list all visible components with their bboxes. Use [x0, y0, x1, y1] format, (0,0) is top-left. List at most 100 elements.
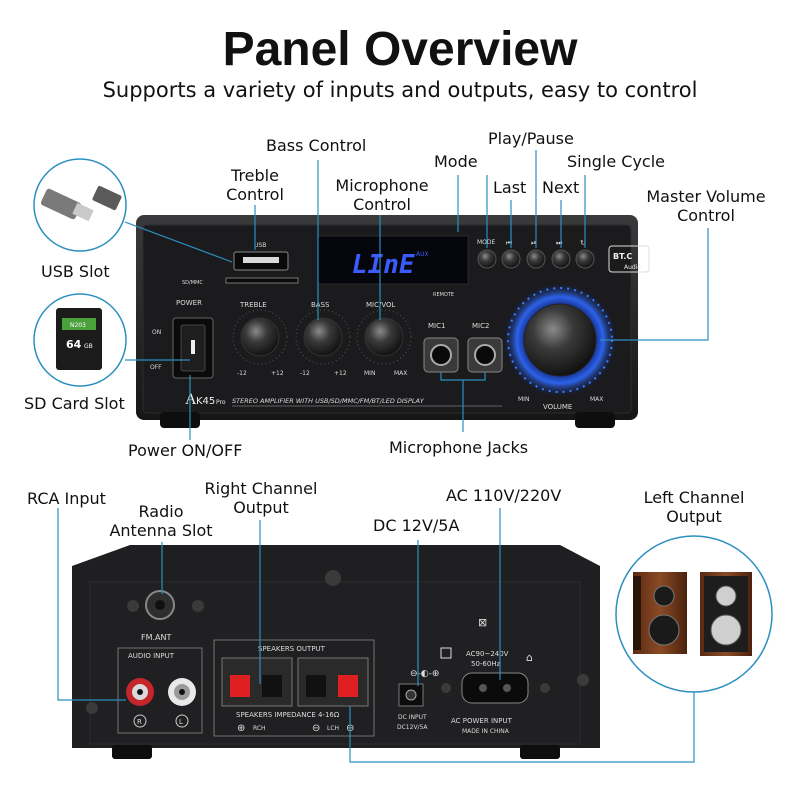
treble-control-label: Treble Control [226, 166, 284, 204]
play-pause-button[interactable] [526, 249, 546, 269]
ac-input-label: AC 110V/220V [446, 486, 562, 505]
volume-printed: VOLUME [543, 403, 572, 411]
off-printed: OFF [150, 364, 162, 371]
home-icon: ⌂ [526, 651, 533, 664]
play-pause-label: Play/Pause [488, 129, 574, 148]
repeat-icon: ↻ [580, 239, 586, 247]
treble-min: -12 [237, 370, 247, 377]
rca-right-jack[interactable] [126, 678, 154, 706]
bass-max: +12 [334, 370, 347, 377]
rear-callout-lines [57, 508, 695, 763]
next-label: Next [542, 178, 580, 197]
model-logo-k: K45 [196, 396, 215, 407]
last-icon: ⏮ [506, 239, 512, 247]
front-callout-lines [124, 150, 709, 440]
power-printed: POWER [176, 299, 202, 307]
sd-card-slot-label: SD Card Slot [24, 394, 125, 413]
remote-label: REMOTE [433, 292, 454, 298]
l-printed: L [179, 718, 183, 726]
volume-min: MIN [518, 396, 529, 403]
model-logo-a: A [185, 391, 197, 408]
mic-max: MAX [394, 370, 407, 377]
bt-audio-text: Audio [624, 264, 641, 271]
last-button[interactable] [501, 249, 521, 269]
rca-left-jack[interactable] [168, 678, 196, 706]
left-channel-label: Left Channel Output [643, 488, 745, 526]
rca-input-label: RCA Input [27, 489, 106, 508]
r-printed: R [137, 718, 142, 726]
usb-label: USB [254, 242, 266, 249]
treble-max: +12 [271, 370, 284, 377]
ac-freq-printed: 50-60Hz [471, 660, 501, 668]
speakers-output-box [213, 639, 375, 737]
master-volume-label: Master Volume Control [646, 187, 766, 225]
power-on-off-label: Power ON/OFF [128, 441, 243, 460]
mode-printed: MODE [477, 239, 496, 246]
ac-power-socket[interactable] [461, 672, 529, 704]
last-label: Last [493, 178, 527, 197]
fm-ant-printed: FM.ANT [141, 633, 172, 642]
master-volume-knob[interactable] [523, 303, 597, 377]
double-insulation-icon [440, 647, 452, 659]
volume-max: MAX [590, 396, 603, 403]
bass-scale [295, 309, 351, 365]
bass-control-label: Bass Control [266, 136, 367, 155]
sd-card-thumbnail: N203 64 GB [33, 293, 127, 387]
single-cycle-label: Single Cycle [567, 152, 665, 171]
minus-icon: ⊖ [312, 723, 320, 734]
speakers-thumbnail [615, 535, 773, 693]
single-cycle-button[interactable] [575, 249, 595, 269]
next-button[interactable] [551, 249, 571, 269]
right-channel-label: Right Channel Output [204, 479, 318, 517]
ac-power-printed: AC POWER INPUT [451, 717, 513, 725]
model-logo-pro: Pro [216, 399, 226, 406]
sd-card-port[interactable] [225, 277, 299, 284]
dc-rating-printed: DC12V/5A [397, 724, 428, 731]
tagline-printed: STEREO AMPLIFIER WITH USB/SD/MMC/FM/BT/L… [232, 397, 425, 405]
speaker-terminals[interactable] [221, 657, 369, 707]
svg-text:N203: N203 [70, 322, 86, 329]
treble-knob[interactable] [240, 317, 280, 357]
mic2-printed: MIC2 [472, 322, 489, 330]
made-in-printed: MADE IN CHINA [462, 728, 510, 735]
mic-volume-knob[interactable] [364, 317, 404, 357]
mic-scale [356, 309, 412, 365]
power-switch[interactable] [172, 317, 214, 379]
mode-label: Mode [434, 152, 478, 171]
led-display: LInE AUX [317, 235, 469, 285]
dc-input-printed: DC INPUT [398, 714, 427, 721]
weee-icon: ⊠ [478, 616, 487, 629]
impedance-printed: SPEAKERS IMPEDANCE 4-16Ω [236, 711, 340, 719]
bass-min: -12 [300, 370, 310, 377]
on-printed: ON [152, 329, 161, 336]
microphone-jacks-label: Microphone Jacks [389, 438, 529, 457]
treble-printed: TREBLE [239, 301, 267, 309]
bass-knob[interactable] [303, 317, 343, 357]
mode-button[interactable] [477, 249, 497, 269]
bluetooth-badge: BT.C Audio [608, 245, 650, 273]
microphone-control-label: Microphone Control [335, 176, 429, 214]
plus-icon: ⊕ [237, 723, 245, 734]
page-title: Panel Overview [222, 23, 578, 76]
speakers-output-printed: SPEAKERS OUTPUT [258, 645, 326, 653]
usb-slot-label: USB Slot [41, 262, 110, 281]
treble-scale [232, 309, 288, 365]
micvol-printed: MIC/VOL [366, 301, 396, 309]
bt-text: BT.C [613, 252, 632, 261]
next-icon: ⏭ [556, 239, 563, 247]
mic-min: MIN [364, 370, 375, 377]
radio-antenna-label: Radio Antenna Slot [109, 502, 213, 540]
usb-thumbnail [33, 158, 127, 252]
ac-rating-printed: AC90~240V [466, 650, 509, 658]
mic1-printed: MIC1 [428, 322, 445, 330]
usb-port[interactable] [233, 251, 289, 271]
play-pause-icon: ⏯ [531, 239, 537, 247]
dc-input-jack[interactable] [398, 683, 424, 707]
mic1-jack[interactable] [423, 337, 459, 373]
dc-input-label: DC 12V/5A [373, 516, 460, 535]
display-text: LInE [352, 250, 415, 280]
audio-input-box [117, 647, 203, 734]
svg-text:GB: GB [84, 343, 93, 350]
mic2-jack[interactable] [467, 337, 503, 373]
